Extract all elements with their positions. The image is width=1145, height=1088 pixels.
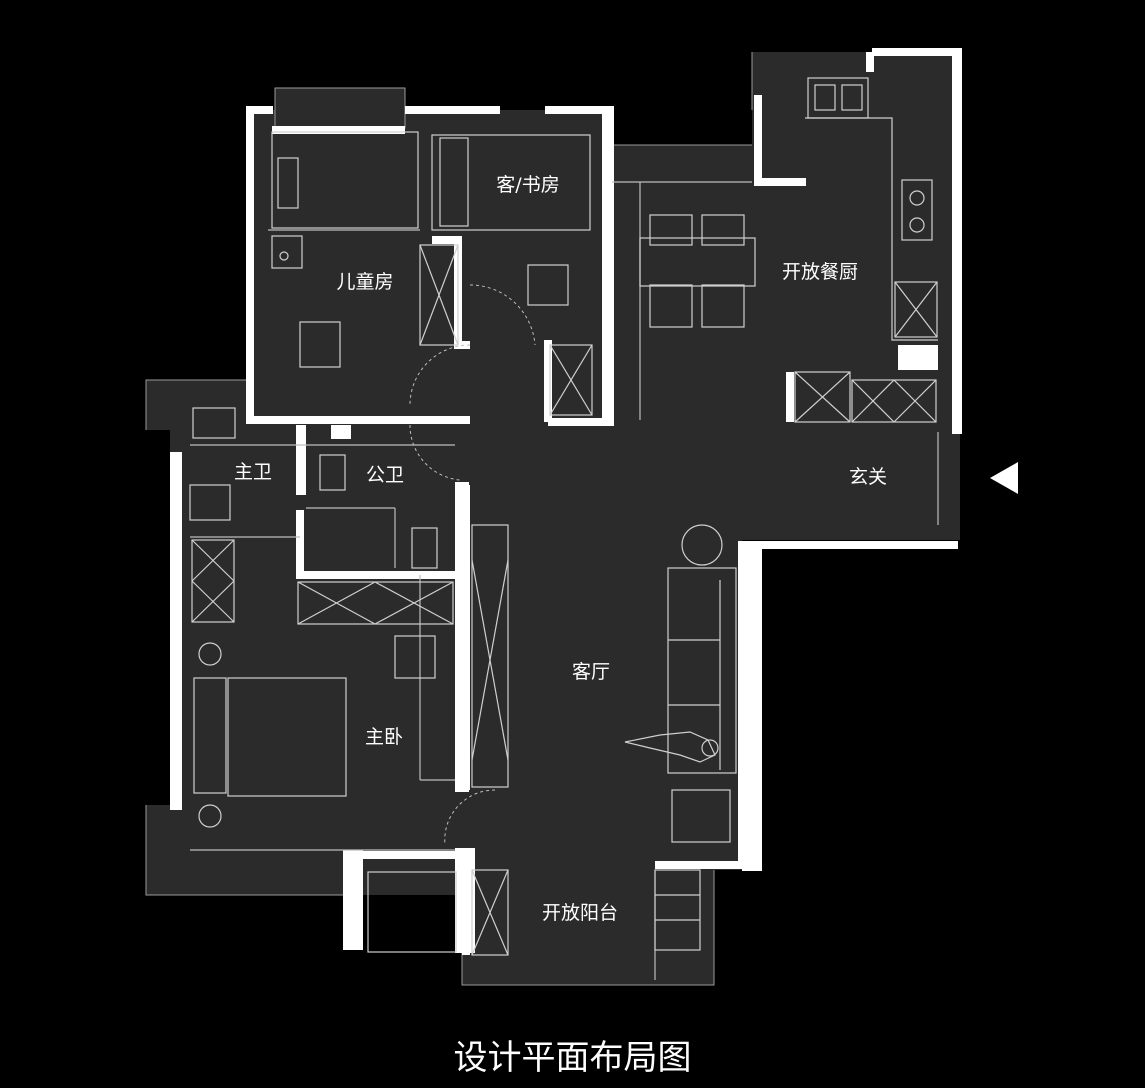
furniture bbox=[189, 77, 938, 956]
entry-arrow-icon bbox=[990, 462, 1018, 494]
room-label-guest-study: 客/书房 bbox=[496, 174, 559, 196]
room-label-entrance: 玄关 bbox=[849, 466, 887, 488]
wall-fills bbox=[170, 48, 962, 953]
room-label-open-balcony: 开放阳台 bbox=[542, 902, 618, 924]
page-title: 设计平面布局图 bbox=[453, 1038, 692, 1078]
room-label-master-bedroom: 主卧 bbox=[365, 726, 403, 748]
floor-area bbox=[146, 52, 960, 985]
room-label-public-bath: 公卫 bbox=[366, 464, 404, 486]
door-swings bbox=[409, 284, 536, 846]
room-label-master-bath: 主卫 bbox=[234, 461, 272, 483]
room-label-open-dining-kitchen: 开放餐厨 bbox=[782, 261, 858, 283]
room-label-living-room: 客厅 bbox=[572, 661, 610, 683]
room-label-kids-room: 儿童房 bbox=[336, 271, 393, 293]
